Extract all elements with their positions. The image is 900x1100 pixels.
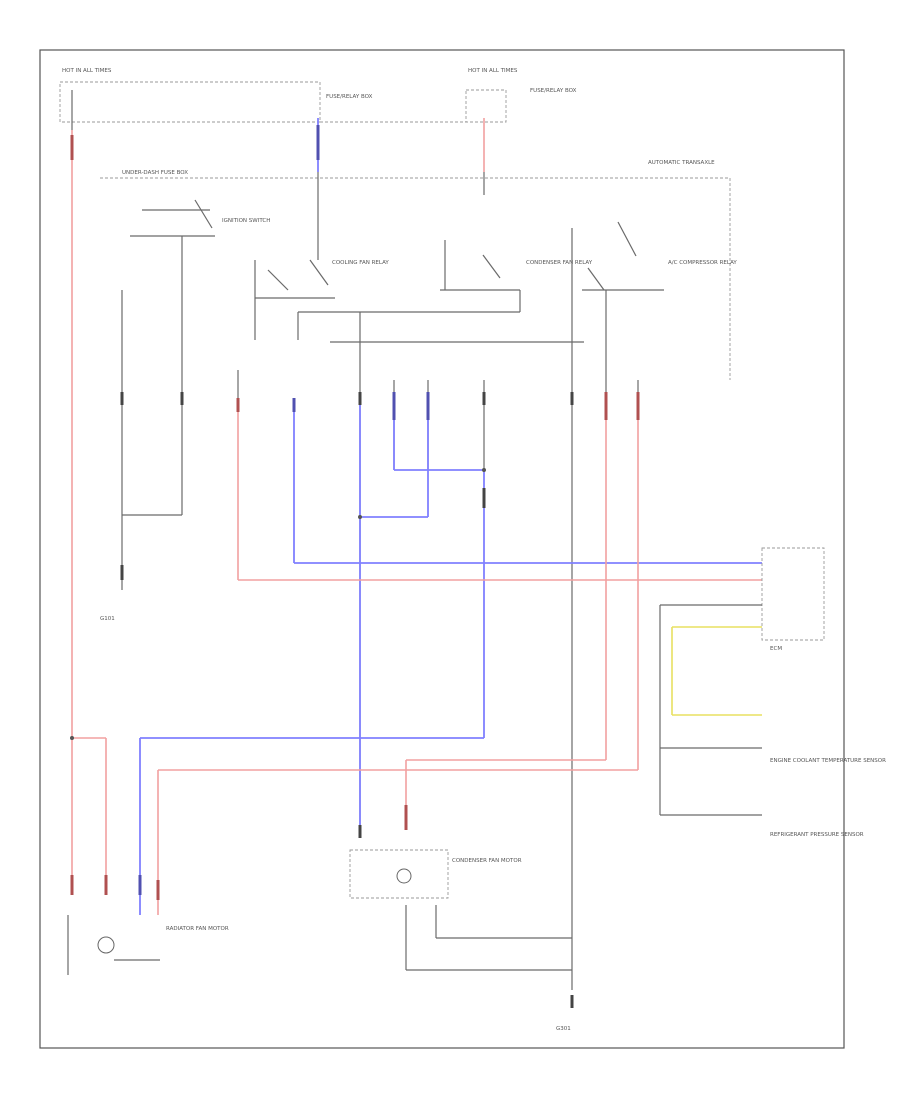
label-under-dash: UNDER-DASH FUSE BOX	[122, 170, 188, 176]
label-eng-coolant-sensor: ENGINE COOLANT TEMPERATURE SENSOR	[770, 758, 886, 764]
label-refrigerant-sensor: REFRIGERANT PRESSURE SENSOR	[770, 832, 864, 838]
fuse-box-left	[59, 81, 321, 123]
diagram-frame	[39, 49, 845, 1049]
label-radiator-fan-motor: RADIATOR FAN MOTOR	[166, 926, 229, 932]
radiator-fan-motor-symbol	[97, 936, 115, 954]
ecm-box	[761, 547, 825, 641]
label-condenser-fan-motor: CONDENSER FAN MOTOR	[452, 858, 522, 864]
label-cooling-relay-1: COOLING FAN RELAY	[332, 260, 389, 266]
label-ecm: ECM	[770, 646, 782, 652]
label-cooling-relay-3: A/C COMPRESSOR RELAY	[668, 260, 737, 266]
fuse-box-right	[465, 89, 507, 123]
label-hot-top-left: HOT IN ALL TIMES	[62, 68, 112, 74]
label-fuse-block-left: FUSE/RELAY BOX	[326, 94, 373, 100]
label-cooling-relay-2: CONDENSER FAN RELAY	[526, 260, 593, 266]
label-ground-bottom: G301	[556, 1026, 571, 1032]
label-ignition-switch: IGNITION SWITCH	[222, 218, 270, 224]
condenser-fan-motor-box	[349, 849, 449, 899]
label-auto-transaxle: AUTOMATIC TRANSAXLE	[648, 160, 715, 166]
label-fuse-block-right: HOT IN ALL TIMES	[468, 68, 518, 74]
label-relay-box-right: FUSE/RELAY BOX	[530, 88, 577, 94]
label-ground-left: G101	[100, 616, 115, 622]
condenser-fan-motor-symbol	[396, 868, 412, 884]
